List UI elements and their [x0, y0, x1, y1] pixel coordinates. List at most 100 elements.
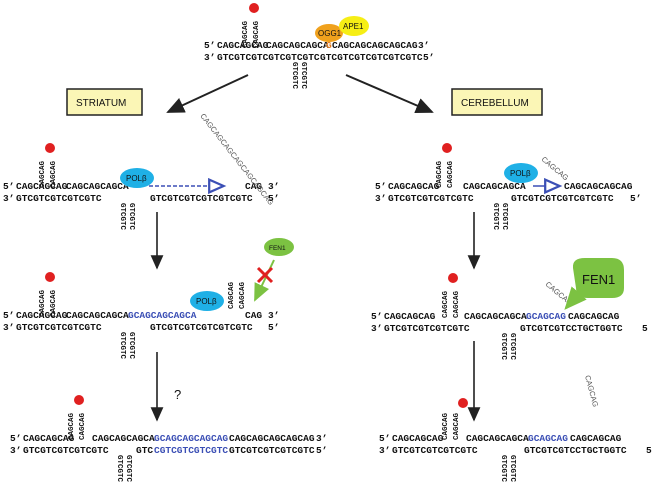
start-bottom-3: 3’ — [204, 52, 215, 63]
striatum-step-1: CAGCAG CAGCAG 5’ CAGCAGCAG CAGCAGCAGCA C… — [3, 112, 279, 231]
right3-top-c: CAGCAGCAG — [570, 433, 622, 444]
hairpin-top-start-2: CAGCAG — [253, 20, 261, 48]
right3-bottom-3: 3’ — [379, 445, 390, 456]
right3-bottom-b: GTCGTCGTCCTGCTGGTC — [524, 445, 627, 456]
ogg1-blob — [315, 24, 343, 42]
cerebellum-step-2: CAGCAG CAGCAG 5’ CAGCAGCAG CAGCAGCAGCA G… — [371, 258, 648, 361]
right3-top-5: 5’ — [379, 433, 390, 444]
hairpin-right3-c: GTCGTC — [508, 455, 516, 483]
cerebellum-step-1: CAGCAG CAGCAG 5’ CAGCAGCAG CAGCAGCAGCA C… — [375, 143, 641, 231]
left2-bottom-5: 5’ — [268, 322, 279, 333]
striatum-box — [66, 88, 143, 116]
left1-bottom-3: 3’ — [3, 193, 14, 204]
released-flap: CAGCAG — [583, 374, 600, 408]
lesion-mark — [249, 3, 259, 13]
hairpin-right2-d: GTCGTC — [499, 333, 507, 361]
right3-bottom-a: GTCGTCGTCGTCGTC — [392, 445, 478, 456]
right2-top-blue: GCAGCAG — [526, 311, 566, 322]
right2-top-a: CAGCAGCAG — [384, 311, 436, 322]
right2-bottom-3: 3’ — [371, 323, 382, 334]
hairpin-left2-c: GTCGTC — [127, 332, 135, 360]
hairpin-left1-c: GTCGTC — [127, 203, 135, 231]
right3-top-a: CAGCAGCAG — [392, 433, 444, 444]
cerebellum-step-3: CAGCAG CAGCAG 5’ CAGCAGCAG CAGCAGCAGCA G… — [379, 398, 652, 483]
right1-bottom-5: 5’ — [630, 193, 641, 204]
right1-top-c: CAGCAGCAGCAG — [564, 181, 633, 192]
left2-bottom-a: GTCGTCGTCGTCGTC — [16, 322, 102, 333]
lesion-mark-left2 — [45, 272, 55, 282]
lesion-mark-right2 — [448, 273, 458, 283]
hairpin-left3-d: GTCGTC — [115, 455, 123, 483]
left3-bottom-3: 3’ — [10, 445, 21, 456]
left3-top-5: 5’ — [10, 433, 21, 444]
striatum-label: STRIATUM — [76, 98, 126, 109]
striatum-step-3: CAGCAG CAGCAG 5’ CAGCAGCAG CAGCAGCAGCA G… — [10, 395, 327, 483]
right3-top-blue: GCAGCAG — [528, 433, 568, 444]
hairpin-left3-a: CAGCAG — [68, 412, 76, 440]
left2-top-3: 3’ — [268, 310, 279, 321]
hairpin-right3-a: CAGCAG — [442, 412, 450, 440]
right1-flap: CAGCAG — [540, 155, 571, 183]
left3-bottom-c: GTCGTCGTCGTCGTC — [229, 445, 315, 456]
hairpin-left2-e: CAGCAG — [228, 281, 236, 309]
left1-top-end: CAG — [245, 181, 262, 192]
fen1-label-small: FEN1 — [269, 245, 286, 252]
hairpin-right1-a: CAGCAG — [436, 160, 444, 188]
hairpin-right2-a: CAGCAG — [442, 290, 450, 318]
hairpin-right1-d: GTCGTC — [491, 203, 499, 231]
left2-top-b: CAGCAGCAGCA — [66, 310, 129, 321]
left3-top-a: CAGCAGCAG — [23, 433, 75, 444]
left3-bottom-a: GTCGTCGTCGTCGTC — [23, 445, 109, 456]
left3-top-c: CAGCAGCAGCAGCAG — [229, 433, 315, 444]
fen1-label-large: FEN1 — [582, 272, 615, 287]
cerebellum-label: CEREBELLUM — [461, 98, 529, 109]
hairpin-right1-c: GTCGTC — [500, 203, 508, 231]
left2-bottom-3: 3’ — [3, 322, 14, 333]
ape1-blob — [339, 16, 369, 36]
right3-top-b: CAGCAGCAGCA — [466, 433, 529, 444]
right2-top-c: CAGCAGCAG — [568, 311, 620, 322]
left1-top-5: 5’ — [3, 181, 14, 192]
left3-top-blue: GCAGCAGCAGCAG — [154, 433, 228, 444]
hairpin-left3-b: CAGCAG — [79, 412, 87, 440]
right2-top-5: 5’ — [371, 311, 382, 322]
polb-blob-right1 — [504, 163, 538, 183]
right2-bottom-b: GTCGTCGTCCTGCTGGTC — [520, 323, 623, 334]
polb-blob-left1 — [120, 168, 154, 188]
left1-bottom-b: GTCGTCGTCGTCGTCGTC — [150, 193, 253, 204]
hairpin-left2-f: CAGCAG — [239, 281, 247, 309]
hairpin-left2-a: CAGCAG — [39, 289, 47, 317]
start-top-a: CAGCAGCAG — [217, 40, 269, 51]
hairpin-left1-b: CAGCAG — [50, 160, 58, 188]
right2-bottom-5: 5 — [642, 323, 648, 334]
lesion-mark-left3 — [74, 395, 84, 405]
hairpin-top-start: CAGCAG — [242, 20, 250, 48]
left3-bottom-blue: CGTCGTCGTCGTC — [154, 445, 228, 456]
hairpin-right3-b: CAGCAG — [453, 412, 461, 440]
left1-bottom-5: 5’ — [268, 193, 279, 204]
hairpin-left2-b: CAGCAG — [50, 289, 58, 317]
right1-top-5: 5’ — [375, 181, 386, 192]
left3-bottom-5: 5’ — [316, 445, 327, 456]
left2-bottom-b: GTCGTCGTCGTCGTCGTC — [150, 322, 253, 333]
left3-top-3: 3’ — [316, 433, 327, 444]
left1-top-3: 3’ — [268, 181, 279, 192]
left3-bottom-b: GTC — [136, 445, 153, 456]
right2-top-b: CAGCAGCAGCA — [464, 311, 527, 322]
start-bottom-a: GTCGTCGTCGTCGTCGTC — [217, 52, 320, 63]
start-top-b: CAGCAGCAGCA — [266, 40, 329, 51]
polb-label-left2: POLβ — [196, 297, 217, 306]
start-top-lesion: G — [326, 40, 332, 51]
hairpin-right1-b: CAGCAG — [447, 160, 455, 188]
block-x-icon — [256, 266, 274, 284]
hairpin-bottom-start-2: GTCGTC — [290, 62, 298, 90]
arrow-to-cerebellum — [345, 74, 434, 114]
start-duplex: CAGCAG CAGCAG 5’ CAGCAGCAG CAGCAGCAGCA G… — [204, 3, 434, 90]
lesion-mark-right3 — [458, 398, 468, 408]
right1-bottom-b: GTCGTCGTCGTCGTCGTC — [511, 193, 614, 204]
striatum-step-2: CAGCAG CAGCAG 5’ CAGCAGCAG CAGCAGCAGCA G… — [3, 238, 294, 360]
fen1-blob-small — [264, 238, 294, 256]
hairpin-right2-b: CAGCAG — [453, 290, 461, 318]
arrow-to-striatum — [166, 74, 249, 113]
